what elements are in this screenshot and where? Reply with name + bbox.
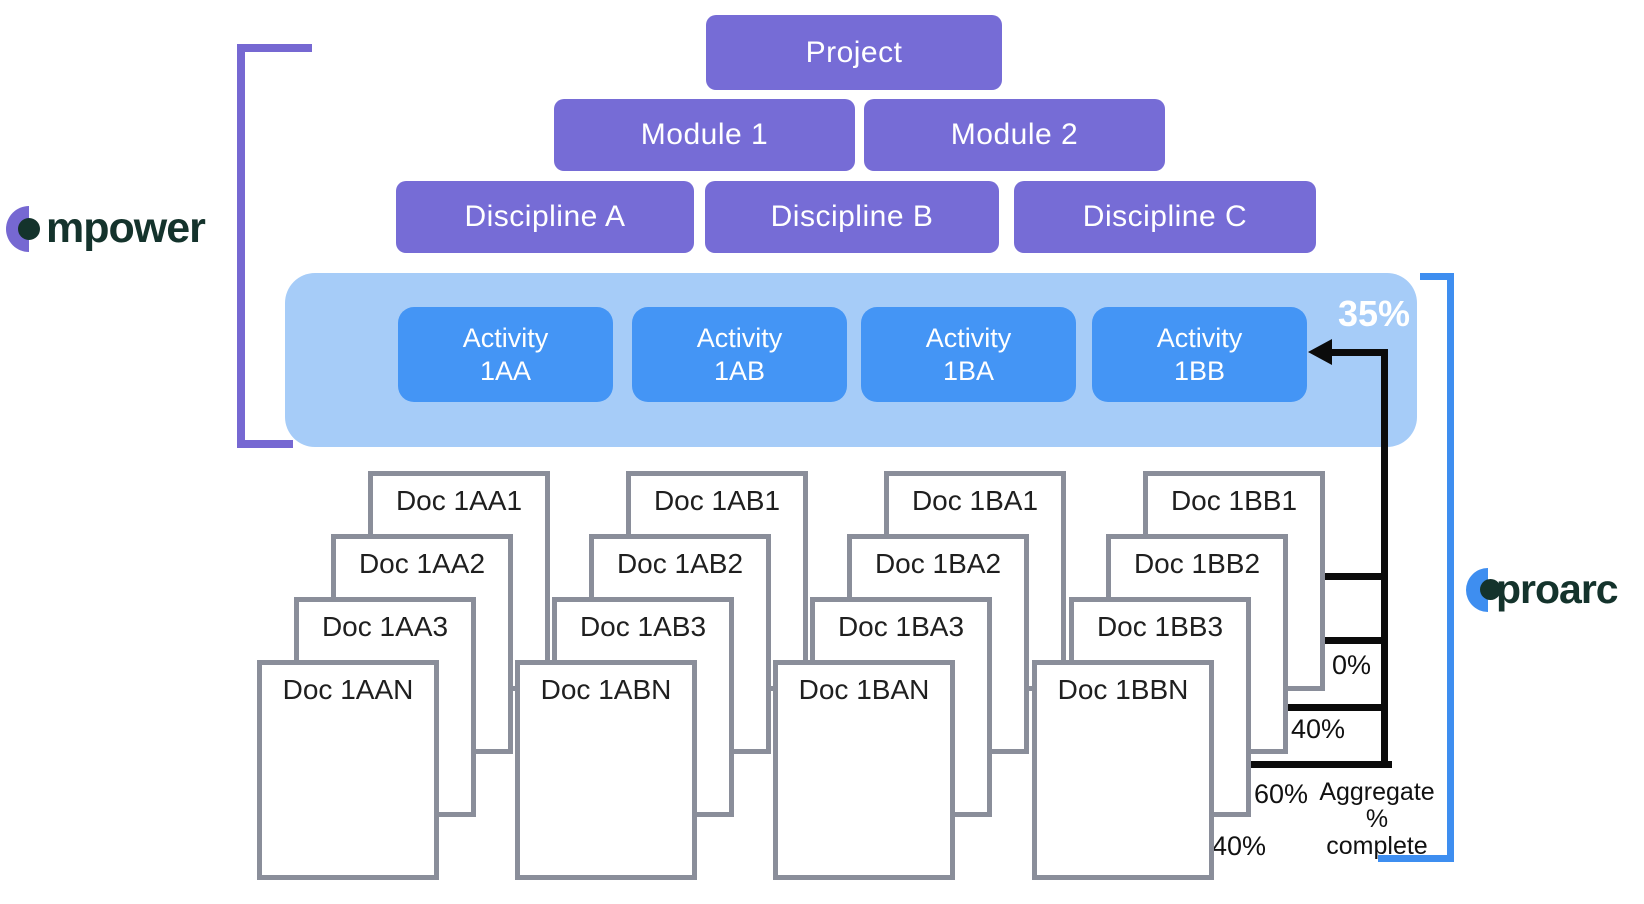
doc-connector-line-3 xyxy=(1248,704,1388,711)
aggregate-percent-badge: 35% xyxy=(1337,293,1410,334)
discipline-box-b: Discipline B xyxy=(705,181,999,253)
activity-code: 1AA xyxy=(479,355,532,386)
discipline-box-c: Discipline C xyxy=(1014,181,1316,253)
aggregate-line-vertical xyxy=(1381,349,1388,768)
activity-name: Activity xyxy=(1156,322,1243,353)
mpower-bracket-bottom-tick xyxy=(237,440,293,448)
proarc-logo-dot-icon xyxy=(1480,579,1501,600)
aggregate-arrow-head-icon xyxy=(1308,339,1332,365)
doc-connector-line-1 xyxy=(1322,573,1388,580)
doc-card-doc-1abn: Doc 1ABN xyxy=(515,660,697,880)
activity-name: Activity xyxy=(925,322,1012,353)
doc-card-doc-1aan: Doc 1AAN xyxy=(257,660,439,880)
module-box-2: Module 2 xyxy=(864,99,1165,171)
module-box-1: Module 1 xyxy=(554,99,855,171)
activity-name: Activity xyxy=(462,322,549,353)
doc-percentage-3: 60% xyxy=(1254,779,1309,809)
discipline-box-a: Discipline A xyxy=(396,181,694,253)
doc-percentage-4: 40% xyxy=(1212,831,1267,861)
doc-card-doc-1ban: Doc 1BAN xyxy=(773,660,955,880)
doc-percentage-1: 0% xyxy=(1332,650,1372,680)
mpower-bracket-vertical xyxy=(237,44,245,448)
proarc-logo-halfcircle-icon xyxy=(1466,568,1488,612)
aggregate-caption: Aggregate % complete xyxy=(1314,779,1440,860)
mpower-logo-halfcircle-icon xyxy=(6,206,29,252)
activity-code: 1AB xyxy=(713,355,766,386)
proarc-bracket-bottom-tick xyxy=(1378,855,1454,862)
proarc-logo-text: proarc xyxy=(1496,566,1619,612)
doc-card-doc-1bbn: Doc 1BBN xyxy=(1032,660,1214,880)
doc-connector-line-4 xyxy=(1211,761,1392,768)
activity-name: Activity xyxy=(696,322,783,353)
activity-code: 1BB xyxy=(1173,355,1226,386)
proarc-bracket-top-tick xyxy=(1420,273,1454,280)
activity-code: 1BA xyxy=(942,355,995,386)
mpower-logo-dot-icon xyxy=(18,218,40,240)
doc-percentage-2: 40% xyxy=(1291,714,1346,744)
aggregate-arrow-shaft xyxy=(1328,349,1388,356)
mpower-logo-text: mpower xyxy=(46,204,206,252)
proarc-bracket-vertical xyxy=(1447,273,1454,862)
doc-connector-line-2 xyxy=(1285,637,1388,644)
project-box: Project xyxy=(706,15,1002,90)
mpower-bracket-top-tick xyxy=(237,44,312,52)
aggregate-caption-line1: Aggregate xyxy=(1319,778,1435,806)
aggregate-caption-line2: % complete xyxy=(1326,805,1428,860)
